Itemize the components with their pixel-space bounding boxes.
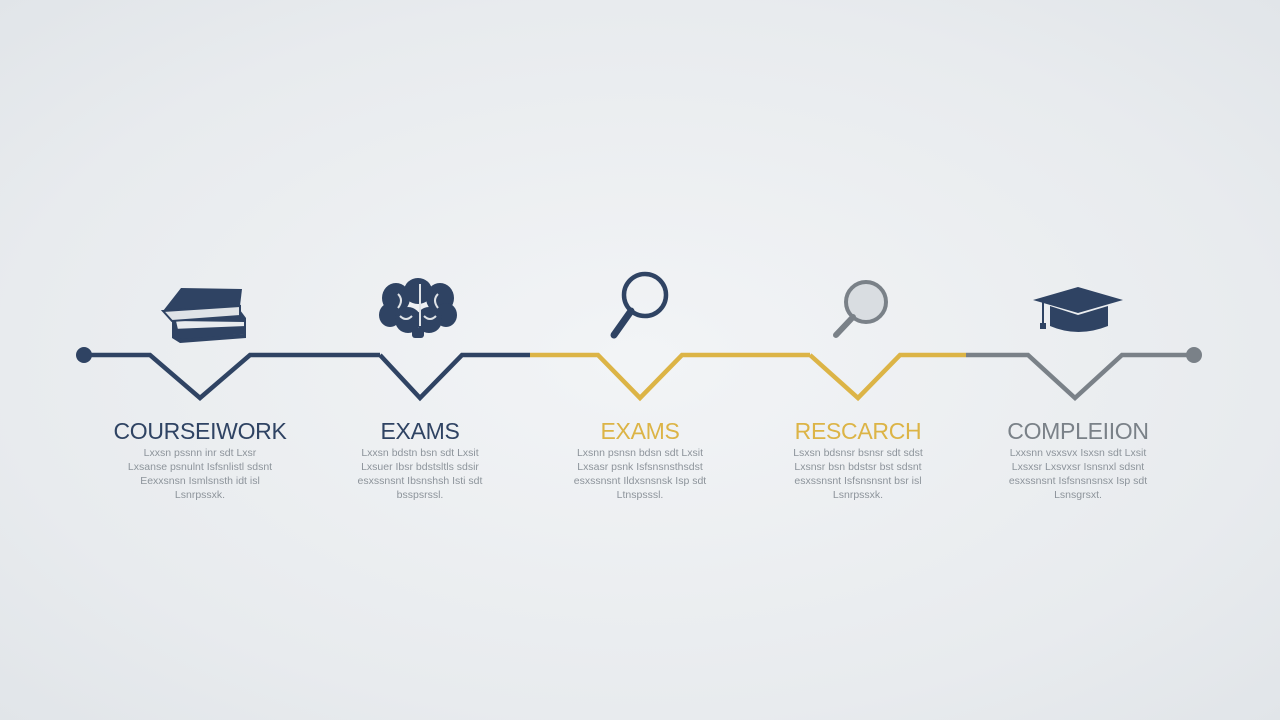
stage-title-research: RESCARCH <box>794 418 922 444</box>
description-line: Eexxsnsn Ismlsnsth idt isl <box>140 475 260 487</box>
timeline-segment-exams-2 <box>530 352 810 402</box>
description-line: Lxxsnn vsxsvx Isxsn sdt Lxsit <box>1009 447 1147 459</box>
description-line: bsspsrssl. <box>396 489 444 501</box>
books-icon <box>160 288 246 343</box>
description-line: Lsxsn bdsnsr bsnsr sdt sdst <box>793 447 923 459</box>
description-line: Lxsuer Ibsr bdstsltls sdsir <box>361 461 479 473</box>
graduation-cap-icon <box>1033 287 1123 332</box>
brain-icon <box>379 278 457 338</box>
description-line: esxssnsnt Isfsnsnsnt bsr isl <box>794 475 922 487</box>
description-line: Lsnrpssxk. <box>174 489 226 501</box>
description-line: esxssnsnt Isfsnsnsnsx Isp sdt <box>1008 475 1148 487</box>
stage-title-exams: EXAMS <box>380 418 460 444</box>
stage-description-research: Lsxsn bdsnsr bsnsr sdt sdst Lxsnsr bsn b… <box>758 446 958 502</box>
stage-description-exams-2: Lxsnn psnsn bdsn sdt Lxsit Lxsasr psnk I… <box>540 446 740 502</box>
timeline-segment-coursework <box>84 352 380 401</box>
stage-title-exams-2: EXAMS <box>600 418 680 444</box>
description-line: esxssnsnt Ibsnshsh Isti sdt <box>357 475 483 487</box>
stage-description-coursework: Lxxsn pssnn inr sdt Lxsr Lxsanse psnulnt… <box>100 446 300 502</box>
description-line: Lxxsn bdstn bsn sdt Lxsit <box>361 447 479 459</box>
search-icon <box>833 280 888 338</box>
description-line: Lsnrpssxk. <box>832 489 884 501</box>
description-line: Lxxsn pssnn inr sdt Lxsr <box>143 447 257 459</box>
timeline-segment-research <box>808 352 966 402</box>
description-line: Ltnspsssl. <box>616 489 664 501</box>
description-line: esxssnsnt Ildxsnsnsk Isp sdt <box>573 475 707 487</box>
description-line: Lxsanse psnulnt Isfsnlistl sdsnt <box>127 461 273 473</box>
timeline-end-dot <box>1186 347 1202 363</box>
stage-title-coursework: COURSEIWORK <box>113 418 287 444</box>
magnifier-icon <box>610 271 669 339</box>
timeline-segment-completion <box>966 352 1194 402</box>
description-line: Lxsasr psnk Isfsnsnsthsdst <box>577 461 703 473</box>
description-line: Lxsxsr Lxsvxsr Isnsnxl sdsnt <box>1011 461 1145 473</box>
description-line: Lxsnn psnsn bdsn sdt Lxsit <box>576 447 704 459</box>
timeline-start-dot <box>76 347 92 363</box>
stage-title-completion: COMPLEIION <box>1007 418 1149 444</box>
description-line: Lxsnsr bsn bdstsr bst sdsnt <box>794 461 922 473</box>
timeline-segment-exams <box>378 352 530 402</box>
stage-description-exams: Lxxsn bdstn bsn sdt Lxsit Lxsuer Ibsr bd… <box>320 446 520 502</box>
description-line: Lsnsgrsxt. <box>1054 489 1102 501</box>
stage-description-completion: Lxxsnn vsxsvx Isxsn sdt Lxsit Lxsxsr Lxs… <box>978 446 1178 502</box>
